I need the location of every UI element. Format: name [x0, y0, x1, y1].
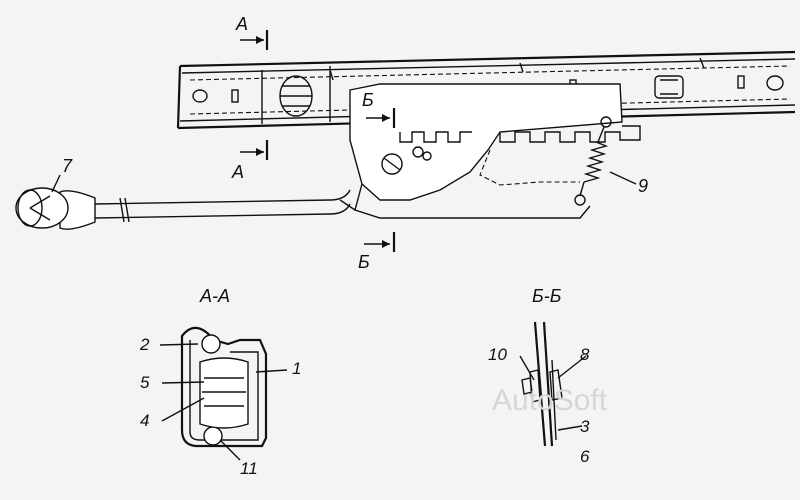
section-mark-a: А А: [231, 14, 269, 182]
watermark: AutoSoft: [492, 384, 608, 417]
section-mark-b: Б Б: [358, 90, 396, 272]
callout-1: 1: [292, 359, 301, 378]
callout-7: 7: [62, 156, 73, 176]
callout-10: 10: [488, 345, 507, 364]
cut-mark-b-top: Б: [362, 90, 374, 110]
callout-3: 3: [580, 417, 590, 436]
cut-mark-a-top: А: [235, 14, 248, 34]
callout-11: 11: [240, 459, 258, 478]
section-bb-title: Б-Б: [532, 286, 562, 306]
release-handle: [15, 174, 351, 230]
callout-9: 9: [638, 176, 648, 196]
return-spring: [574, 116, 637, 206]
section-aa-title: А-А: [199, 286, 230, 306]
section-bb: Б-Б 10 8 3 6: [488, 286, 590, 466]
callout-2: 2: [139, 335, 150, 354]
cut-mark-a-bottom: А: [231, 162, 244, 182]
section-aa: А-А 2 1 5 4 11: [139, 286, 301, 478]
callout-4: 4: [140, 411, 149, 430]
callout-5: 5: [140, 373, 150, 392]
latch-mechanism: [339, 83, 641, 219]
cut-mark-b-bottom: Б: [358, 252, 370, 272]
callout-6: 6: [580, 447, 590, 466]
callout-8: 8: [580, 345, 590, 364]
